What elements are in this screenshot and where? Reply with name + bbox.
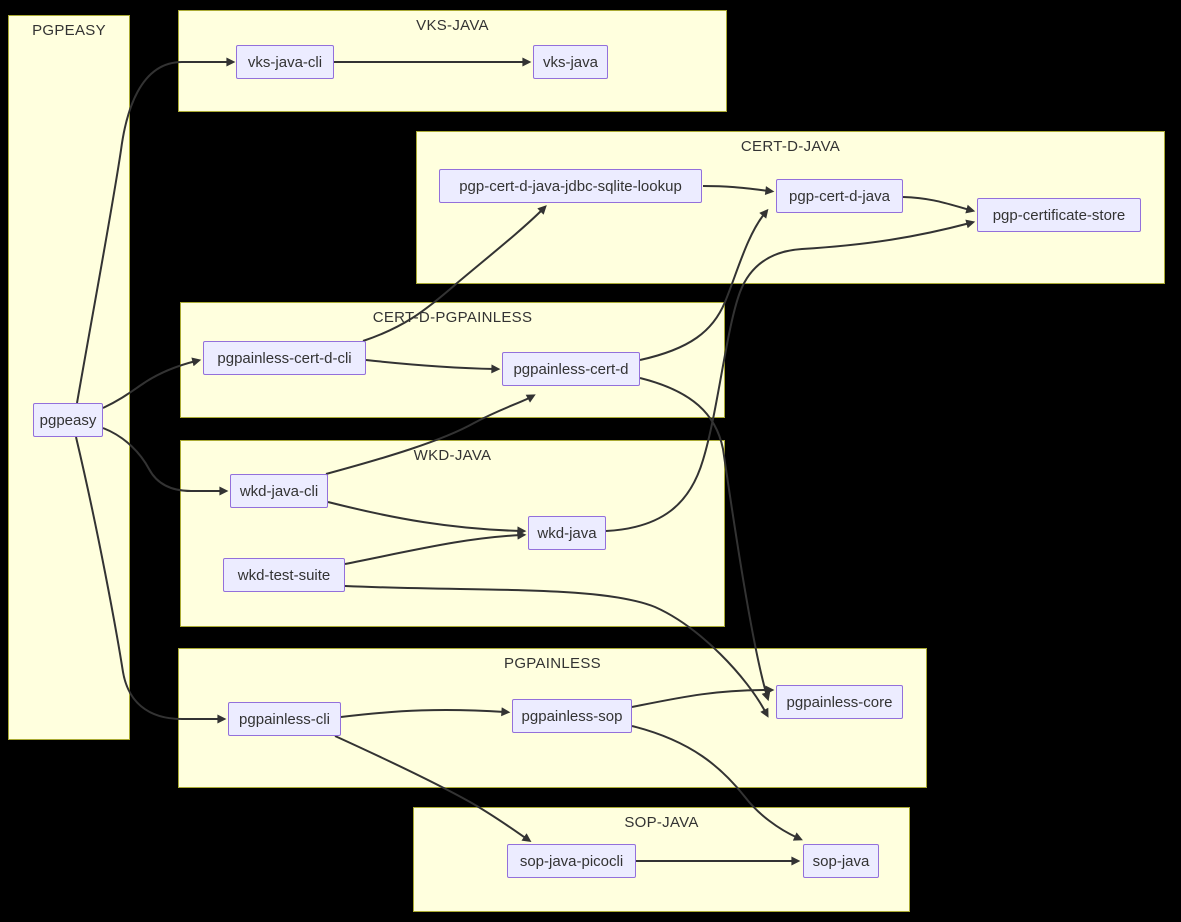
node-pgpainless-sop: pgpainless-sop <box>512 699 632 733</box>
group-title-wkd-java: WKD-JAVA <box>413 447 492 464</box>
group-pgpeasy: PGPEASY <box>8 15 130 740</box>
node-wkd-java: wkd-java <box>528 516 606 550</box>
group-title-pgpeasy: PGPEASY <box>32 22 106 39</box>
group-title-vks-java: VKS-JAVA <box>416 17 489 34</box>
node-wkd-test-suite: wkd-test-suite <box>223 558 345 592</box>
node-sop-java-picocli: sop-java-picocli <box>507 844 636 878</box>
group-title-pgpainless: PGPAINLESS <box>504 655 601 672</box>
node-pgpainless-cert-d-cli: pgpainless-cert-d-cli <box>203 341 366 375</box>
node-sop-java: sop-java <box>803 844 879 878</box>
group-title-cert-d-java: CERT-D-JAVA <box>740 138 841 155</box>
node-pgpainless-cli: pgpainless-cli <box>228 702 341 736</box>
group-title-cert-d-pgpainless: CERT-D-PGPAINLESS <box>372 309 533 326</box>
node-pgp-cert-d-java-jdbc-sqlite-lookup: pgp-cert-d-java-jdbc-sqlite-lookup <box>439 169 702 203</box>
node-pgpainless-cert-d: pgpainless-cert-d <box>502 352 640 386</box>
group-wkd-java: WKD-JAVA <box>180 440 725 627</box>
node-pgp-certificate-store: pgp-certificate-store <box>977 198 1141 232</box>
node-vks-java-cli: vks-java-cli <box>236 45 334 79</box>
node-pgpainless-core: pgpainless-core <box>776 685 903 719</box>
group-title-sop-java: SOP-JAVA <box>624 814 699 831</box>
node-vks-java: vks-java <box>533 45 608 79</box>
node-pgp-cert-d-java: pgp-cert-d-java <box>776 179 903 213</box>
node-pgpeasy: pgpeasy <box>33 403 103 437</box>
node-wkd-java-cli: wkd-java-cli <box>230 474 328 508</box>
